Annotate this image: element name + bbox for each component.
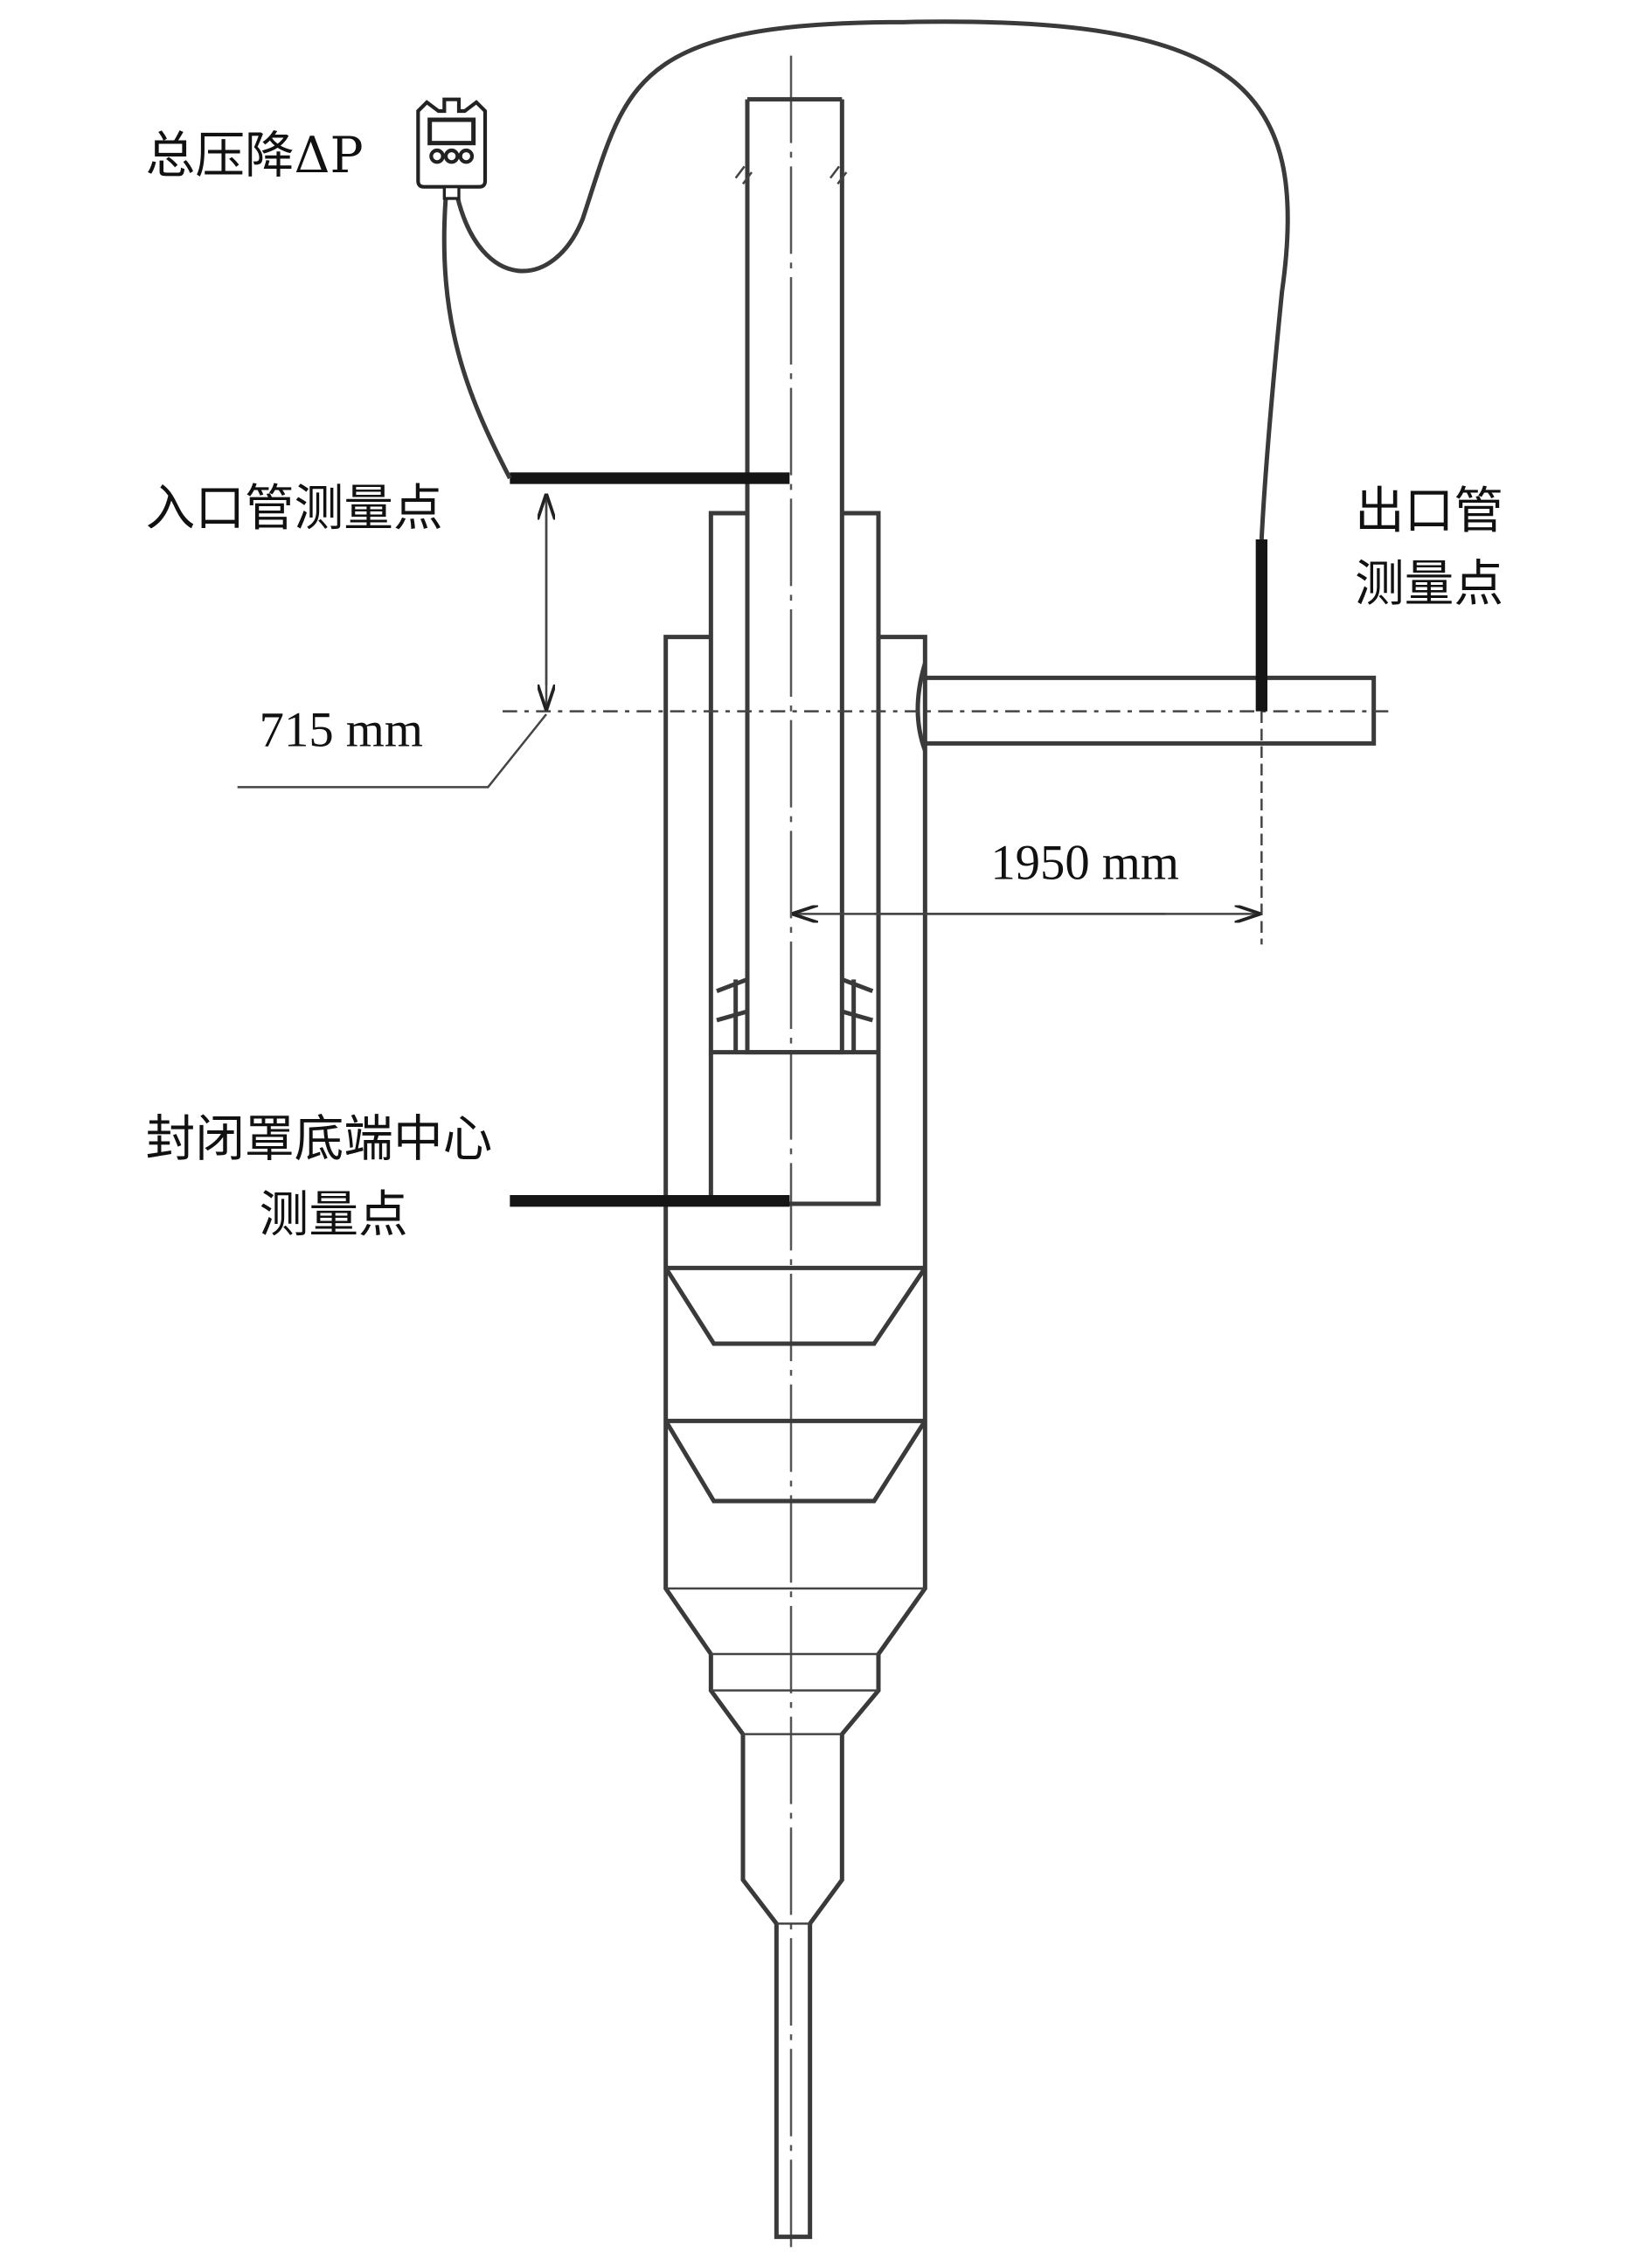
outlet-point-label-2: 测量点 bbox=[1355, 555, 1503, 613]
inlet-point-label: 入口管测量点 bbox=[146, 479, 443, 537]
vertical-dimension-label: 715 mm bbox=[260, 704, 423, 758]
gauge-wire-outlet bbox=[455, 19, 1290, 540]
outer-vessel bbox=[663, 635, 927, 2240]
baffle-cone-upper bbox=[663, 1265, 927, 1346]
pressure-gauge-icon bbox=[416, 97, 488, 200]
hood-point-label-2: 测量点 bbox=[260, 1186, 408, 1244]
dimension-leader bbox=[237, 713, 547, 789]
outlet-point-label-1: 出口管 bbox=[1355, 483, 1503, 540]
baffle-cone-lower bbox=[663, 1418, 927, 1504]
gauge-wire-inlet bbox=[441, 197, 512, 480]
outlet-pipe bbox=[915, 662, 1377, 752]
sealing-hood bbox=[708, 511, 881, 1206]
horizontal-dimension-label: 1950 mm bbox=[990, 836, 1179, 890]
inner-pipe bbox=[716, 97, 874, 1055]
hood-point-label-1: 封闭罩底端中心 bbox=[146, 1110, 493, 1168]
total-pressure-drop-label: 总压降ΔP bbox=[146, 127, 364, 184]
